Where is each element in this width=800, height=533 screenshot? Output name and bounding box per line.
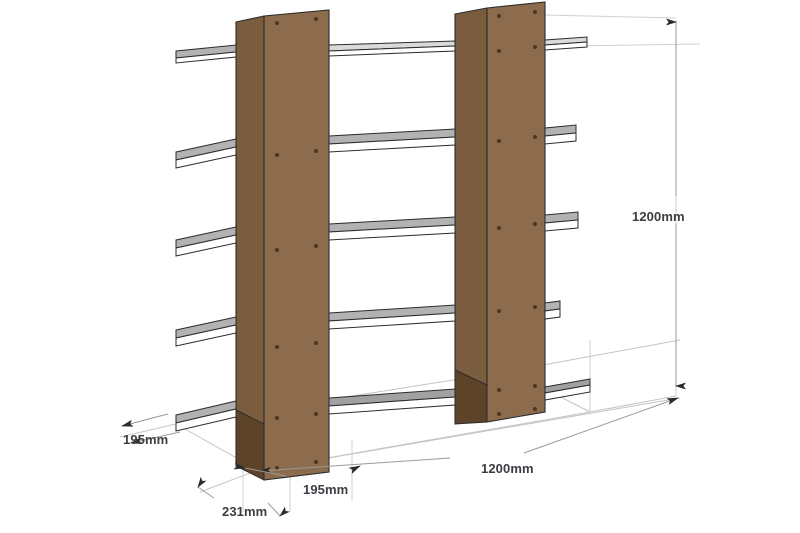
right-panel-screw-holes <box>497 10 537 416</box>
dimension-line-footprint-depth <box>197 476 290 517</box>
dimension-label-shelf-depth-left: 195mm <box>123 432 169 447</box>
right-panel-side-face <box>454 7 488 425</box>
left-panel-front-face <box>263 9 330 481</box>
right-panel-front-face <box>486 1 546 423</box>
left-panel-side-face <box>235 15 265 467</box>
shelf-5-right-front <box>544 384 591 401</box>
shelf-2-mid-front <box>328 136 456 153</box>
left-panel <box>235 9 330 481</box>
shelf-1-left-front <box>175 51 237 64</box>
dimension-label-height: 1200mm <box>632 209 685 224</box>
shelf-1-right-front <box>544 41 588 51</box>
dimension-line-panel-depth <box>233 462 361 477</box>
left-panel-screw-holes <box>275 17 318 470</box>
shelf-2-left-front <box>175 146 237 169</box>
dimension-line-width <box>259 397 679 474</box>
shelf-4-right-front <box>544 308 561 320</box>
dimension-label-footprint-depth: 231mm <box>222 504 268 519</box>
shelf-3-left-front <box>175 234 237 257</box>
dimension-line-shelf-depth-left <box>121 413 181 445</box>
shelf-1 <box>175 36 588 64</box>
shelf-5-left-front <box>175 408 237 432</box>
dimension-label-panel-depth: 195mm <box>303 482 349 497</box>
shelf-1-mid-front <box>328 45 456 57</box>
shelf-2 <box>175 124 577 169</box>
dimension-label-width: 1200mm <box>481 461 534 476</box>
shelf-3-right-front <box>544 219 579 232</box>
shelf-3 <box>175 211 579 257</box>
right-panel-foot <box>454 369 488 425</box>
shelf-4 <box>175 300 561 347</box>
right-panel <box>454 1 546 425</box>
shelf-4-mid-front <box>328 312 456 330</box>
shelf-5 <box>175 378 591 432</box>
shelf-2-right-front <box>544 132 577 145</box>
shelf-4-left-front <box>175 324 237 347</box>
shelf-5-mid-front <box>328 396 456 415</box>
shelf-3-mid-front <box>328 224 456 241</box>
